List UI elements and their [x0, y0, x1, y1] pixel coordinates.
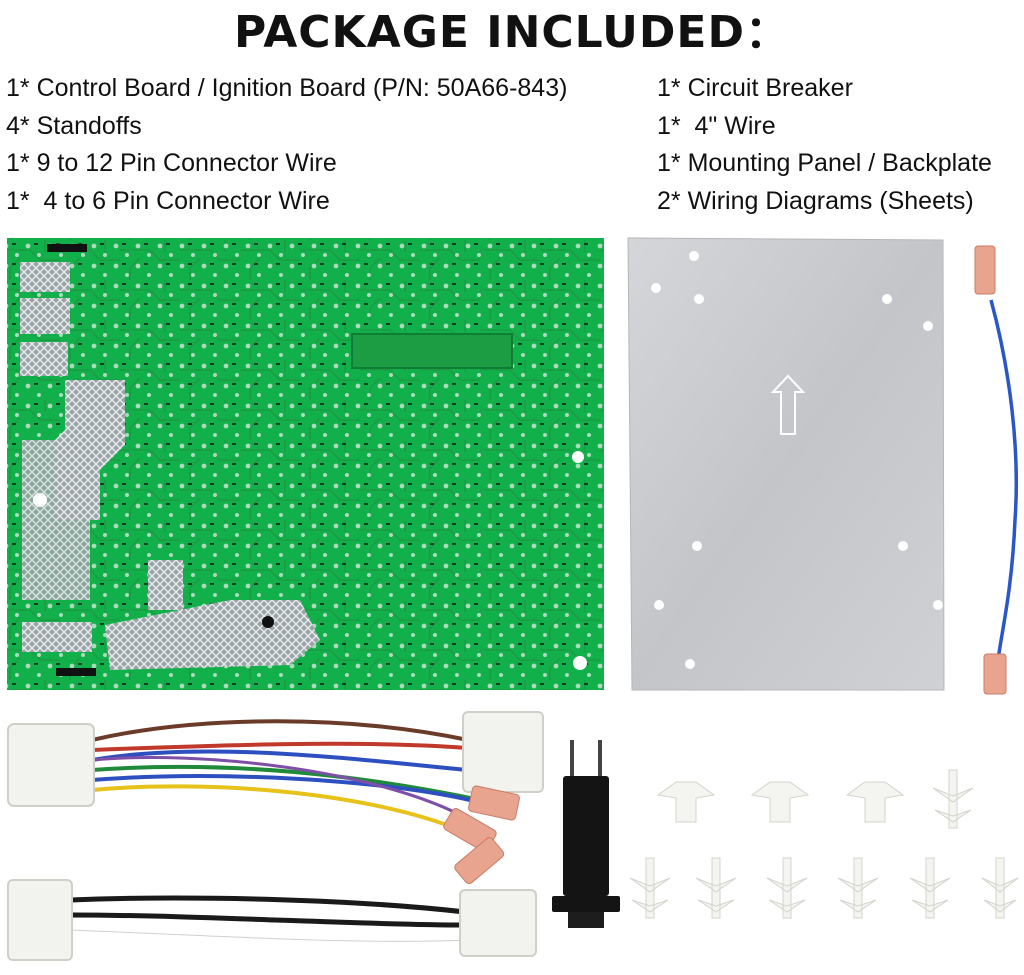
- contents-list-left: 1* Control Board / Ignition Board (P/N: …: [6, 70, 567, 220]
- list-item: 1* Mounting Panel / Backplate: [657, 149, 992, 177]
- short-wire-image: [974, 245, 1018, 695]
- list-item: 1* 4 to 6 Pin Connector Wire: [6, 186, 330, 215]
- circuit-breaker-image: [552, 740, 620, 928]
- list-item: 4* Standoffs: [6, 111, 142, 140]
- list-item: 2* Wiring Diagrams (Sheets): [657, 186, 974, 215]
- wire-harness-image: [7, 711, 544, 885]
- wire-harness-image: [7, 879, 537, 961]
- standoff-icon: [837, 857, 879, 919]
- standoff-icon: [766, 857, 808, 919]
- standoff-icon: [629, 857, 671, 919]
- contents-list-right: 1* Circuit Breaker 1* 4" Wire 1* Mountin…: [657, 70, 992, 220]
- standoff-icon: [909, 857, 951, 919]
- standoff-icon: [845, 781, 905, 823]
- standoff-icon: [981, 857, 1019, 919]
- mounting-panel-image: [627, 237, 945, 691]
- control-board-image: [7, 238, 604, 690]
- list-item: 1* Control Board / Ignition Board (P/N: …: [6, 74, 568, 102]
- standoff-icon: [932, 769, 974, 829]
- page-title: PACKAGE INCLUDED：: [234, 7, 790, 58]
- standoffs: [629, 769, 1019, 919]
- list-item: 1* Circuit Breaker: [657, 74, 853, 102]
- standoff-icon: [750, 781, 810, 823]
- standoff-icon: [695, 857, 737, 919]
- list-item: 1* 4" Wire: [657, 111, 776, 140]
- list-item: 1* 9 to 12 Pin Connector Wire: [6, 149, 337, 177]
- standoff-icon: [656, 781, 716, 823]
